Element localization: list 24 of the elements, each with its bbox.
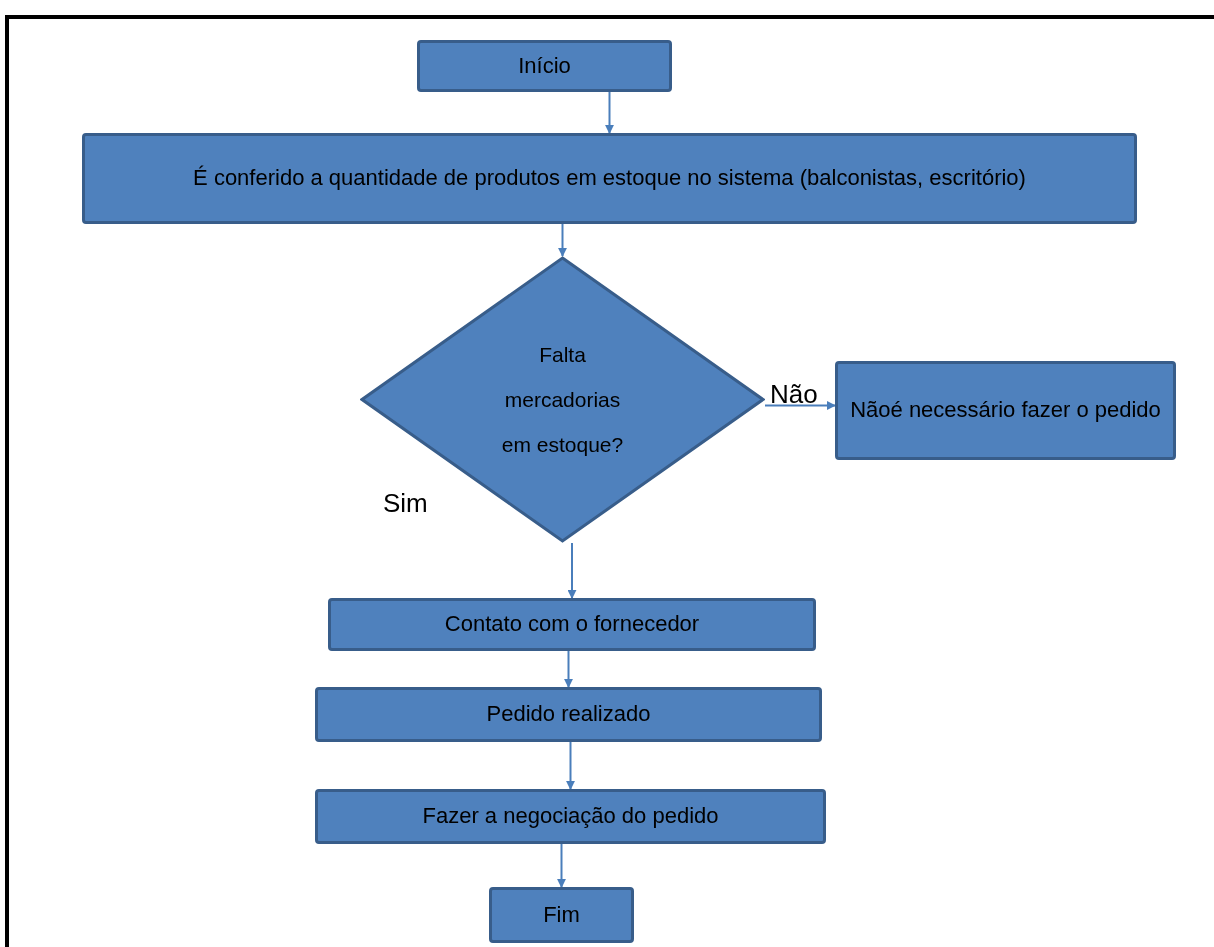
node-text: É conferido a quantidade de produtos em estoque no sistema (balconistas, escritório) xyxy=(193,165,1026,192)
node-text: Falta mercadorias em estoque? xyxy=(500,342,625,458)
process-box xyxy=(328,598,816,651)
arrow xyxy=(605,91,614,134)
arrow xyxy=(764,401,836,410)
process-box xyxy=(315,789,826,844)
arrow xyxy=(566,741,575,790)
node-text: Início xyxy=(518,52,571,80)
process-box xyxy=(315,687,822,742)
arrow xyxy=(557,843,566,888)
arrow xyxy=(567,542,577,599)
decision-diamond xyxy=(360,256,765,543)
process-box xyxy=(82,133,1137,224)
node-text: Pedido realizado xyxy=(486,701,651,728)
node-text: Nãoé necessário fazer o pedido xyxy=(850,397,1161,424)
process-box xyxy=(489,887,634,943)
arrow xyxy=(558,223,567,257)
edge-label: Não xyxy=(770,381,818,407)
node-text: Contato com o fornecedor xyxy=(444,611,700,638)
node-text: Fim xyxy=(543,901,580,929)
node-text: Fazer a negociação do pedido xyxy=(422,803,719,830)
arrow xyxy=(564,650,573,688)
process-box xyxy=(417,40,672,92)
process-box xyxy=(835,361,1176,460)
